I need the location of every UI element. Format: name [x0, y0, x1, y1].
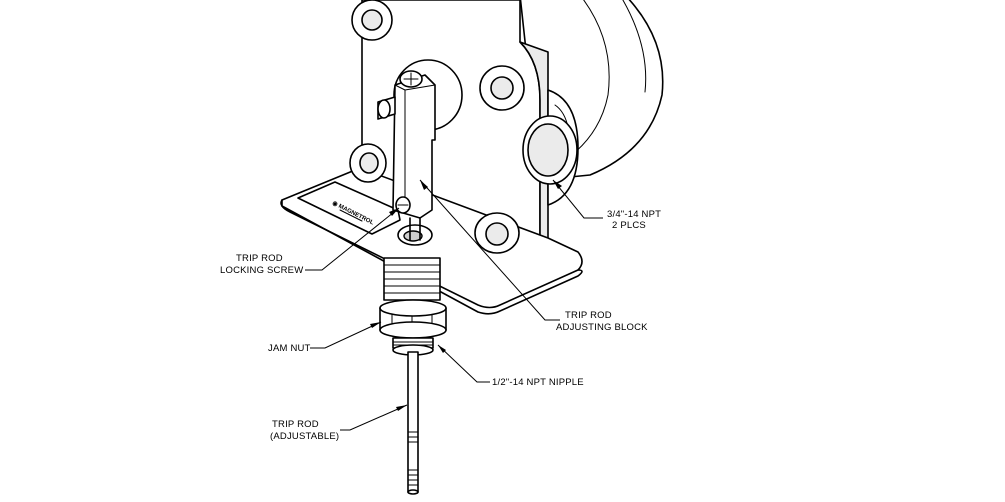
jam-nut-part — [379, 299, 447, 356]
nipple-part — [383, 257, 441, 301]
mounting-plate: ◉ MAGNETROL — [280, 167, 583, 315]
trip-rod-line2: (ADJUSTABLE) — [270, 431, 339, 442]
callout-adjusting-block: TRIP ROD ADJUSTING BLOCK — [556, 310, 648, 333]
adjusting-block-line2: ADJUSTING BLOCK — [556, 322, 648, 333]
callout-npt-ports: 3/4"-14 NPT 2 PLCS — [607, 209, 661, 231]
corner-bolts — [349, 0, 525, 254]
jam-nut-label: JAM NUT — [268, 343, 311, 354]
leader-lines — [305, 179, 603, 431]
callout-jam-nut: JAM NUT — [268, 343, 311, 354]
callout-trip-rod: TRIP ROD (ADJUSTABLE) — [270, 419, 339, 442]
locking-screw-line1: TRIP ROD — [236, 253, 283, 264]
npt-ports-line2: 2 PLCS — [612, 220, 646, 231]
callout-nipple: 1/2"-14 NPT NIPPLE — [492, 377, 584, 388]
conduit-port — [522, 115, 578, 185]
locking-screw-line2: LOCKING SCREW — [220, 265, 303, 276]
npt-ports-line1: 3/4"-14 NPT — [607, 209, 661, 220]
trip-rod-part — [407, 351, 419, 495]
nipple-label: 1/2"-14 NPT NIPPLE — [492, 377, 584, 388]
trip-rod-line1: TRIP ROD — [272, 419, 319, 430]
callout-locking-screw: TRIP ROD LOCKING SCREW — [220, 253, 303, 276]
adjusting-block-part — [377, 70, 436, 241]
adjusting-block-line1: TRIP ROD — [565, 310, 612, 321]
